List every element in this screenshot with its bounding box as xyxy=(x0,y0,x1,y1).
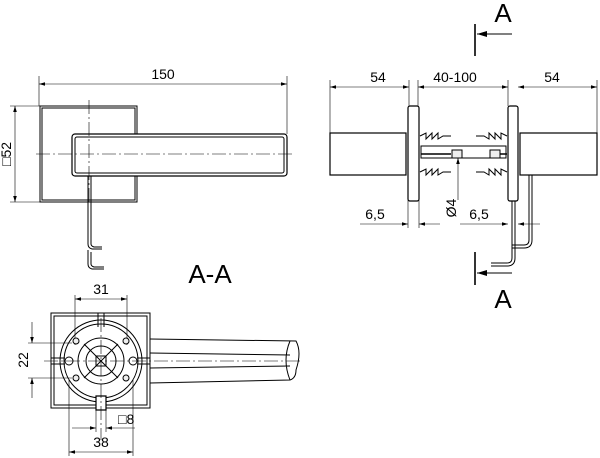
dimension-handle-depth-right: 54 xyxy=(544,69,560,85)
dimension-rose-thickness-right: 6,5 xyxy=(469,206,489,222)
right-rose xyxy=(507,105,519,202)
dimension-base-width: 38 xyxy=(93,434,109,450)
dimension-fixing-height: 22 xyxy=(15,352,31,368)
spindle xyxy=(420,145,507,159)
dimension-rose-thickness-left: 6,5 xyxy=(365,206,385,222)
section-view: 31 22 □8 38 xyxy=(15,281,302,456)
dimension-rose-size: □52 xyxy=(0,142,14,166)
dimension-spindle-square: □8 xyxy=(118,411,134,427)
section-title: A-A xyxy=(188,259,232,289)
dimension-fixing-spacing: 31 xyxy=(93,281,109,297)
handle-section xyxy=(149,338,300,384)
side-view: 54 40-100 54 Ø4 6,5 6,5 A A xyxy=(329,0,598,314)
left-rose xyxy=(407,105,420,202)
section-mark-bottom: A xyxy=(494,284,512,314)
left-handle xyxy=(329,132,407,176)
dimension-spindle-diameter: Ø4 xyxy=(443,198,459,217)
dimension-handle-depth-left: 54 xyxy=(370,69,386,85)
section-mark-top: A xyxy=(494,0,512,28)
front-view: 150 □52 xyxy=(0,66,294,270)
right-handle xyxy=(519,132,598,176)
handle-lever xyxy=(71,133,288,177)
dimension-door-thickness: 40-100 xyxy=(433,69,477,85)
dimension-overall-length: 150 xyxy=(151,66,175,82)
